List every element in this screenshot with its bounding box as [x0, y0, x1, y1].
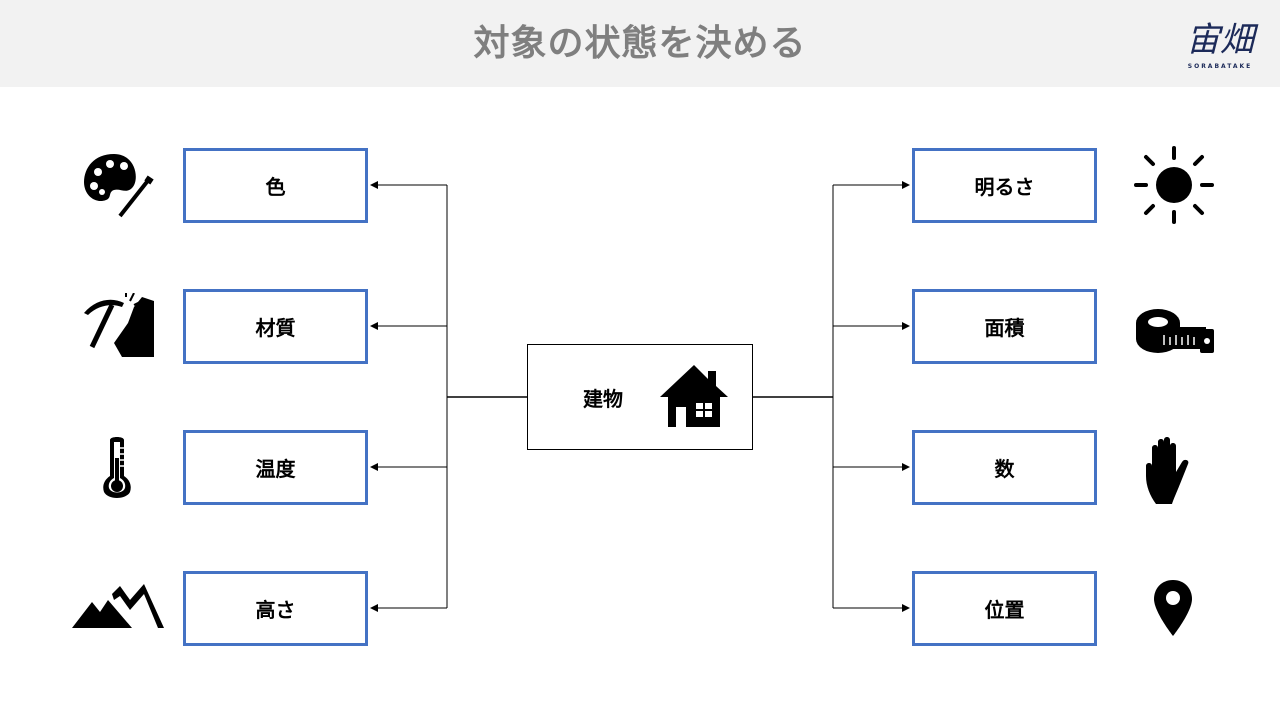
house-icon [660, 365, 728, 427]
header-bar: 対象の状態を決める 宙畑 SORABATAKE [0, 0, 1280, 87]
palette-icon [84, 154, 154, 218]
node-label: 位置 [984, 598, 1025, 622]
node-label: 温度 [255, 457, 296, 481]
node-label: 材質 [255, 316, 296, 340]
node-brightness: 明るさ [912, 148, 1097, 223]
location-pin-icon [1154, 580, 1192, 636]
node-color: 色 [183, 148, 368, 223]
hand-icon [1146, 437, 1189, 504]
node-label: 面積 [984, 316, 1025, 340]
logo-text: SORABATAKE [1187, 63, 1253, 70]
sorabatake-logo: 宙畑 SORABATAKE [1180, 18, 1260, 74]
node-area: 面積 [912, 289, 1097, 364]
node-material: 材質 [183, 289, 368, 364]
node-height: 高さ [183, 571, 368, 646]
center-node-label: 建物 [583, 387, 623, 411]
node-count: 数 [912, 430, 1097, 505]
center-node-building: 建物 [527, 344, 753, 450]
node-label: 色 [265, 175, 286, 199]
node-temperature: 温度 [183, 430, 368, 505]
node-label: 明るさ [974, 175, 1035, 199]
mountain-icon [72, 584, 164, 628]
logo-mark: 宙畑 [1186, 20, 1254, 60]
page-title: 対象の状態を決める [473, 23, 807, 64]
node-label: 数 [994, 457, 1015, 481]
tape-measure-icon [1136, 309, 1214, 353]
pickaxe-icon [84, 293, 154, 357]
node-position: 位置 [912, 571, 1097, 646]
thermometer-icon [103, 437, 131, 498]
node-label: 高さ [255, 598, 296, 622]
sun-icon [1134, 146, 1214, 224]
